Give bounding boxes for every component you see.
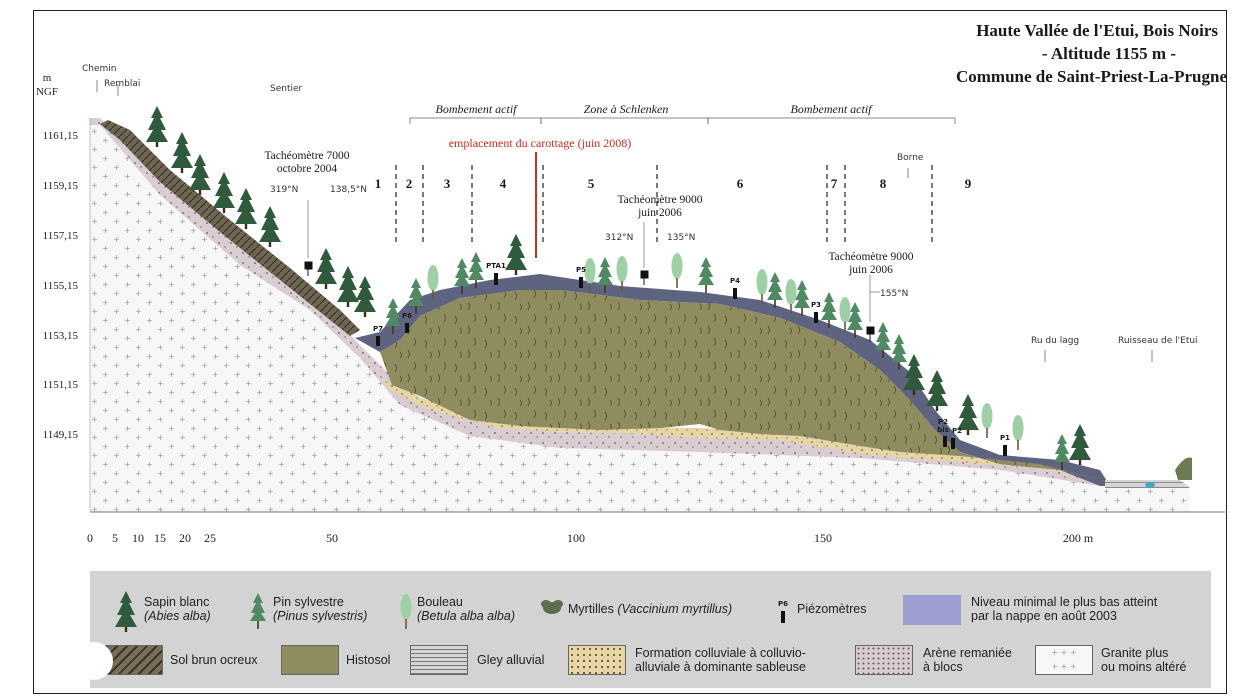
label-remblai: Remblai [104,79,141,89]
legend-myrtilles-label: Myrtilles (Vaccinium myrtillus) [568,602,733,616]
zone-number: 8 [879,176,887,191]
label-ruisseau: Ruisseau de l'Etui [1118,336,1198,346]
piezometer-markers [376,273,1007,456]
y-tick: 1155,15 [42,280,78,292]
zone-number: 1 [374,176,382,191]
title-line2: - Altitude 1155 m - [1041,44,1176,63]
y-tick: 1157,15 [42,230,78,242]
zone-schlenken: Zone à Schlenken [583,102,669,116]
legend-piezometer-icon [781,611,785,623]
colluvial-layer [380,378,1100,480]
zone-number: 6 [736,176,744,191]
zone-separators [395,165,933,242]
label-ru-du-lagg: Ru du lagg [1031,336,1080,346]
legend-corner-blank [75,642,113,680]
legend-sol-swatch [105,645,163,675]
y-unit-m: m [42,72,52,84]
y-tick: 1161,15 [42,130,78,142]
legend-pin-label: Pin sylvestre (Pinus sylvestris) [273,595,368,623]
x-tick: 200 m [1062,531,1094,545]
legend-arene-label: Arène remaniée à blocs [923,646,1012,674]
legend-granite-swatch: + + ++ + + [1035,645,1093,675]
label-borne: Borne [897,153,924,163]
legend-myrtille-icon [541,600,563,614]
legend-pine-icon [250,593,266,629]
y-tick: 1149,15 [42,429,78,441]
x-tick: 50 [326,531,338,545]
legend-nappe-swatch [903,595,961,625]
legend-sapin-label: Sapin blanc (Abies alba) [144,595,211,623]
y-tick: 1153,15 [42,330,78,342]
piezometer-label: P5 [575,266,587,274]
zone-bombement-1: Bombement actif [435,102,517,116]
legend-granite-label: Granite plus ou moins altéré [1101,646,1187,674]
legend-gley-label: Gley alluvial [477,653,545,667]
legend-bouleau-label: Bouleau (Betula alba alba) [417,595,515,623]
y-tick: 1151,15 [42,379,78,391]
granite-layer [90,118,1190,512]
label-chemin: Chemin [82,64,117,74]
tacheometer-2-angle-a: 312°N [605,233,634,243]
zone-number: 3 [443,176,451,191]
legend-piezo-label: Piézomètres [797,602,867,616]
title-line3: Commune de Saint-Priest-La-Prugne [955,67,1227,86]
x-tick: 0 [87,531,93,545]
tacheometer-1-angle-a: 319°N [270,185,299,195]
legend-panel: Sapin blanc (Abies alba) Pin sylvestre (… [90,571,1211,688]
piezometer-label: P4 [729,277,741,285]
x-tick: 5 [112,531,118,545]
piezometer-label: P3 [810,301,822,309]
legend-arene-swatch [855,645,913,675]
histosol-layer [380,290,1100,480]
y-unit-ngf: NGF [35,86,58,98]
legend-histosol-label: Histosol [346,653,391,667]
x-tick: 150 [814,531,832,545]
x-tick: 25 [204,531,216,545]
legend-sol-label: Sol brun ocreux [170,653,258,667]
zone-number: 9 [964,176,972,191]
piezometer-label: P2 bis [937,418,949,434]
tacheometer-3-angle: 155°N [880,289,909,299]
legend-niveau-label: Niveau minimal le plus bas atteint par l… [971,595,1158,623]
x-tick: 20 [179,531,191,545]
carottage-label: emplacement du carottage (juin 2008) [448,136,632,150]
tacheometer-symbols [304,261,875,342]
piezometer-label: P2 [951,427,963,435]
zone-number: 4 [499,176,507,191]
piezometer-label: P1 [999,434,1011,442]
zone-number: 7 [830,176,838,191]
tacheometer-2-angle-b: 135°N [667,233,696,243]
piezometer-label: PTA1 [486,262,506,270]
legend-histosol-swatch [281,645,339,675]
piezometer-label: P6 [401,312,413,320]
legend-colluv-label: Formation colluviale à colluvio- alluvia… [635,646,806,674]
piezometer-label: P7 [372,325,384,333]
zone-number: 5 [587,176,595,191]
zone-number: 2 [405,176,413,191]
title-line1: Haute Vallée de l'Etui, Bois Noirs [976,21,1218,40]
label-sentier: Sentier [270,84,303,94]
legend-birch-icon [400,594,412,629]
legend-gley-swatch [410,645,468,675]
y-tick: 1159,15 [42,180,78,192]
x-tick: 15 [154,531,166,545]
x-tick: 100 [567,531,585,545]
legend-colluv-swatch [568,645,626,675]
legend-piezo-icon-label: P6 [777,600,789,608]
figure-frame [33,10,1227,694]
zone-bombement-2: Bombement actif [790,102,872,116]
x-tick: 10 [132,531,144,545]
legend-fir-icon [115,591,137,632]
tacheometer-1-angle-b: 138,5°N [330,185,367,195]
sol-brun-layer [100,120,360,336]
